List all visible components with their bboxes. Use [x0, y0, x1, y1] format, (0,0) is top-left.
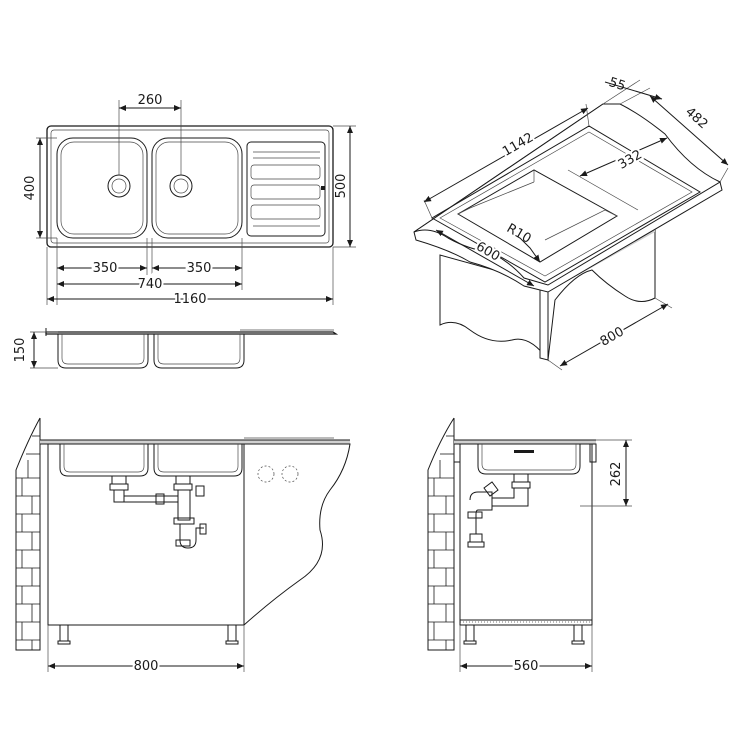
- side-legs: [463, 624, 585, 645]
- side-installed-view: 262 560: [427, 417, 632, 676]
- floor-rail: [459, 619, 593, 626]
- dim-150: 150: [13, 338, 28, 363]
- left-bowl: [56, 137, 148, 239]
- top-view: 260 400 500 350 350 740 1160: [23, 93, 356, 309]
- dim-560: 560: [514, 659, 539, 674]
- front-right-bowl: [153, 444, 243, 477]
- dim-350-right: 350: [187, 261, 212, 276]
- dim-400: 400: [23, 176, 38, 201]
- side-panel: [243, 443, 351, 626]
- sink-inner-rim: [50, 129, 330, 244]
- front-installed-view: 800: [15, 417, 351, 676]
- brick-wall-right: [427, 417, 455, 651]
- dim-1160: 1160: [173, 292, 206, 307]
- sink-profile: [45, 331, 339, 335]
- left-drain: [107, 174, 131, 198]
- side-section-view: 150: [13, 328, 339, 369]
- dim-500: 500: [334, 174, 349, 199]
- dim-350-left: 350: [93, 261, 118, 276]
- sink-outline: [46, 125, 334, 248]
- side-plumbing: [467, 473, 531, 548]
- tap-hole: [257, 465, 275, 483]
- brick-wall-left: [15, 417, 41, 651]
- side-bowl: [477, 444, 581, 475]
- cabinet-legs: [57, 624, 239, 645]
- front-left-bowl: [59, 444, 149, 477]
- dim-262: 262: [609, 462, 624, 487]
- worktop-top-surface: [413, 103, 722, 286]
- dim-800-front: 800: [134, 659, 159, 674]
- waste-plumbing: [109, 475, 207, 549]
- cabinet-body: [47, 443, 245, 626]
- dim-740: 740: [138, 277, 163, 292]
- drainboard: [246, 141, 326, 237]
- isometric-view: 55 482 1142 332 R10 600 800: [413, 75, 729, 371]
- cabinet-leg: [539, 282, 549, 361]
- tap-hole: [281, 465, 299, 483]
- worktop-front: [40, 440, 350, 444]
- dim-260: 260: [138, 93, 163, 108]
- side-bowl-label: [514, 450, 534, 453]
- cabinet-side-face: [547, 224, 656, 361]
- dim-55: 55: [607, 75, 627, 94]
- right-bowl: [151, 137, 243, 239]
- right-drain: [169, 174, 193, 198]
- dim-800-iso: 800: [598, 324, 627, 349]
